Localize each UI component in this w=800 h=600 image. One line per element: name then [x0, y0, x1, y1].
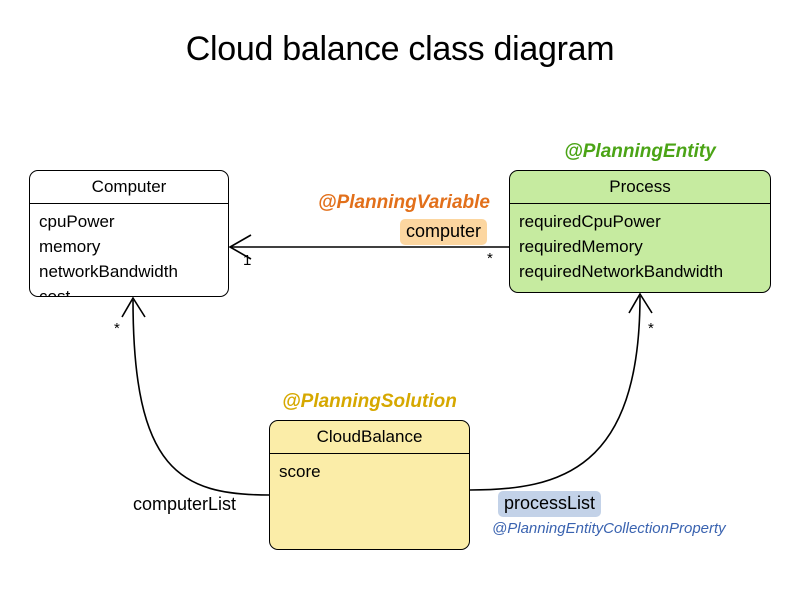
stereotype-planning-variable: @PlanningVariable [318, 192, 490, 213]
class-box-computer[interactable]: Computer cpuPower memory networkBandwidt… [29, 170, 229, 297]
class-name-cloudbalance: CloudBalance [270, 421, 469, 454]
arrowhead-cloudbalance-to-process [628, 292, 653, 314]
multiplicity-computer-list: * [114, 320, 120, 337]
attribute-item: requiredNetworkBandwidth [519, 262, 724, 281]
attribute-list-cloudbalance: score [270, 454, 469, 488]
attribute-item: cpuPower [39, 212, 115, 231]
arrowhead-process-to-computer [228, 234, 252, 260]
multiplicity-process-list: * [648, 320, 654, 337]
multiplicity-computer-end: 1 [243, 252, 252, 269]
stereotype-planning-solution: @PlanningSolution [282, 391, 457, 412]
edge-cloudbalance-to-process [469, 295, 641, 491]
attribute-item: score [279, 462, 321, 481]
role-label-computer: computer [400, 219, 488, 245]
class-name-computer: Computer [30, 171, 228, 204]
attribute-item: requiredMemory [519, 237, 643, 256]
attribute-list-computer: cpuPower memory networkBandwidth cost [30, 204, 228, 297]
attribute-item: cost [39, 287, 71, 297]
attribute-list-process: requiredCpuPower requiredMemory required… [510, 204, 770, 288]
page-title: Cloud balance class diagram [185, 30, 615, 68]
multiplicity-process-end: * [487, 250, 493, 267]
class-box-cloudbalance[interactable]: CloudBalance score [269, 420, 470, 550]
arrowhead-cloudbalance-to-computer [121, 296, 146, 318]
role-label-computer-list: computerList [133, 494, 237, 514]
role-label-process-list: processList [498, 491, 602, 517]
edge-cloudbalance-to-computer [132, 299, 270, 496]
attribute-item: memory [39, 237, 101, 256]
stereotype-planning-entity: @PlanningEntity [564, 141, 716, 162]
stereotype-planning-entity-collection-property: @PlanningEntityCollectionProperty [492, 520, 726, 537]
class-name-process: Process [510, 171, 770, 204]
attribute-item: requiredCpuPower [519, 212, 661, 231]
attribute-item: networkBandwidth [39, 262, 178, 281]
class-box-process[interactable]: Process requiredCpuPower requiredMemory … [509, 170, 771, 293]
